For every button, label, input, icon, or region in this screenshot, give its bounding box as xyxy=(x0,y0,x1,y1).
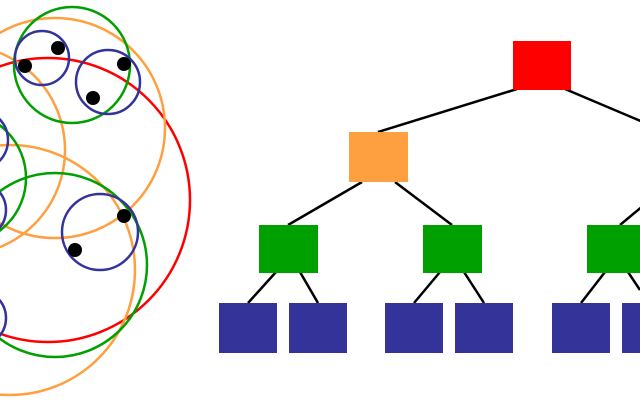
edge xyxy=(377,87,518,134)
edge xyxy=(413,271,441,304)
tree-node-leaf xyxy=(455,303,513,353)
circle-level3-a xyxy=(13,29,71,87)
tree-node-leaf xyxy=(385,303,443,353)
data-point xyxy=(117,57,131,71)
circle-level2-b xyxy=(0,171,149,359)
tree-node-leaf xyxy=(289,303,347,353)
tree-nodes xyxy=(219,41,640,353)
data-point xyxy=(86,91,100,105)
circle-level3-c xyxy=(60,192,140,272)
edge xyxy=(247,271,277,304)
data-point xyxy=(117,209,131,223)
edge xyxy=(626,271,640,291)
tree-node-leaf xyxy=(552,303,610,353)
data-point xyxy=(18,59,32,73)
data-point xyxy=(68,243,82,257)
circle-level3-d xyxy=(0,117,10,163)
tree-node-level2 xyxy=(423,225,482,273)
tree-node-level1 xyxy=(349,132,408,182)
edge xyxy=(564,87,640,123)
tree-node-root xyxy=(513,41,571,90)
circle-level1-a xyxy=(0,16,167,240)
circle-level1-b xyxy=(0,143,137,397)
edge xyxy=(580,271,606,304)
circle-level1-c xyxy=(0,51,67,249)
tree-node-level2 xyxy=(259,225,318,273)
data-points xyxy=(18,41,131,257)
edge xyxy=(298,271,320,304)
data-point xyxy=(51,41,65,55)
edge xyxy=(619,206,640,226)
tree-edges xyxy=(247,87,640,304)
circle-level2-c xyxy=(0,123,28,233)
tree-node-leaf xyxy=(622,303,640,353)
circle-level3-b xyxy=(74,48,142,116)
tree-node-level2 xyxy=(587,225,640,273)
edge xyxy=(462,271,486,304)
circle-level3-e xyxy=(0,190,8,230)
nested-circles-view xyxy=(0,5,192,397)
circle-level0 xyxy=(0,56,192,344)
circle-level3-f xyxy=(0,298,8,338)
tree-view xyxy=(219,41,640,353)
tree-node-leaf xyxy=(219,303,277,353)
edge xyxy=(287,180,363,227)
edge xyxy=(394,181,453,226)
